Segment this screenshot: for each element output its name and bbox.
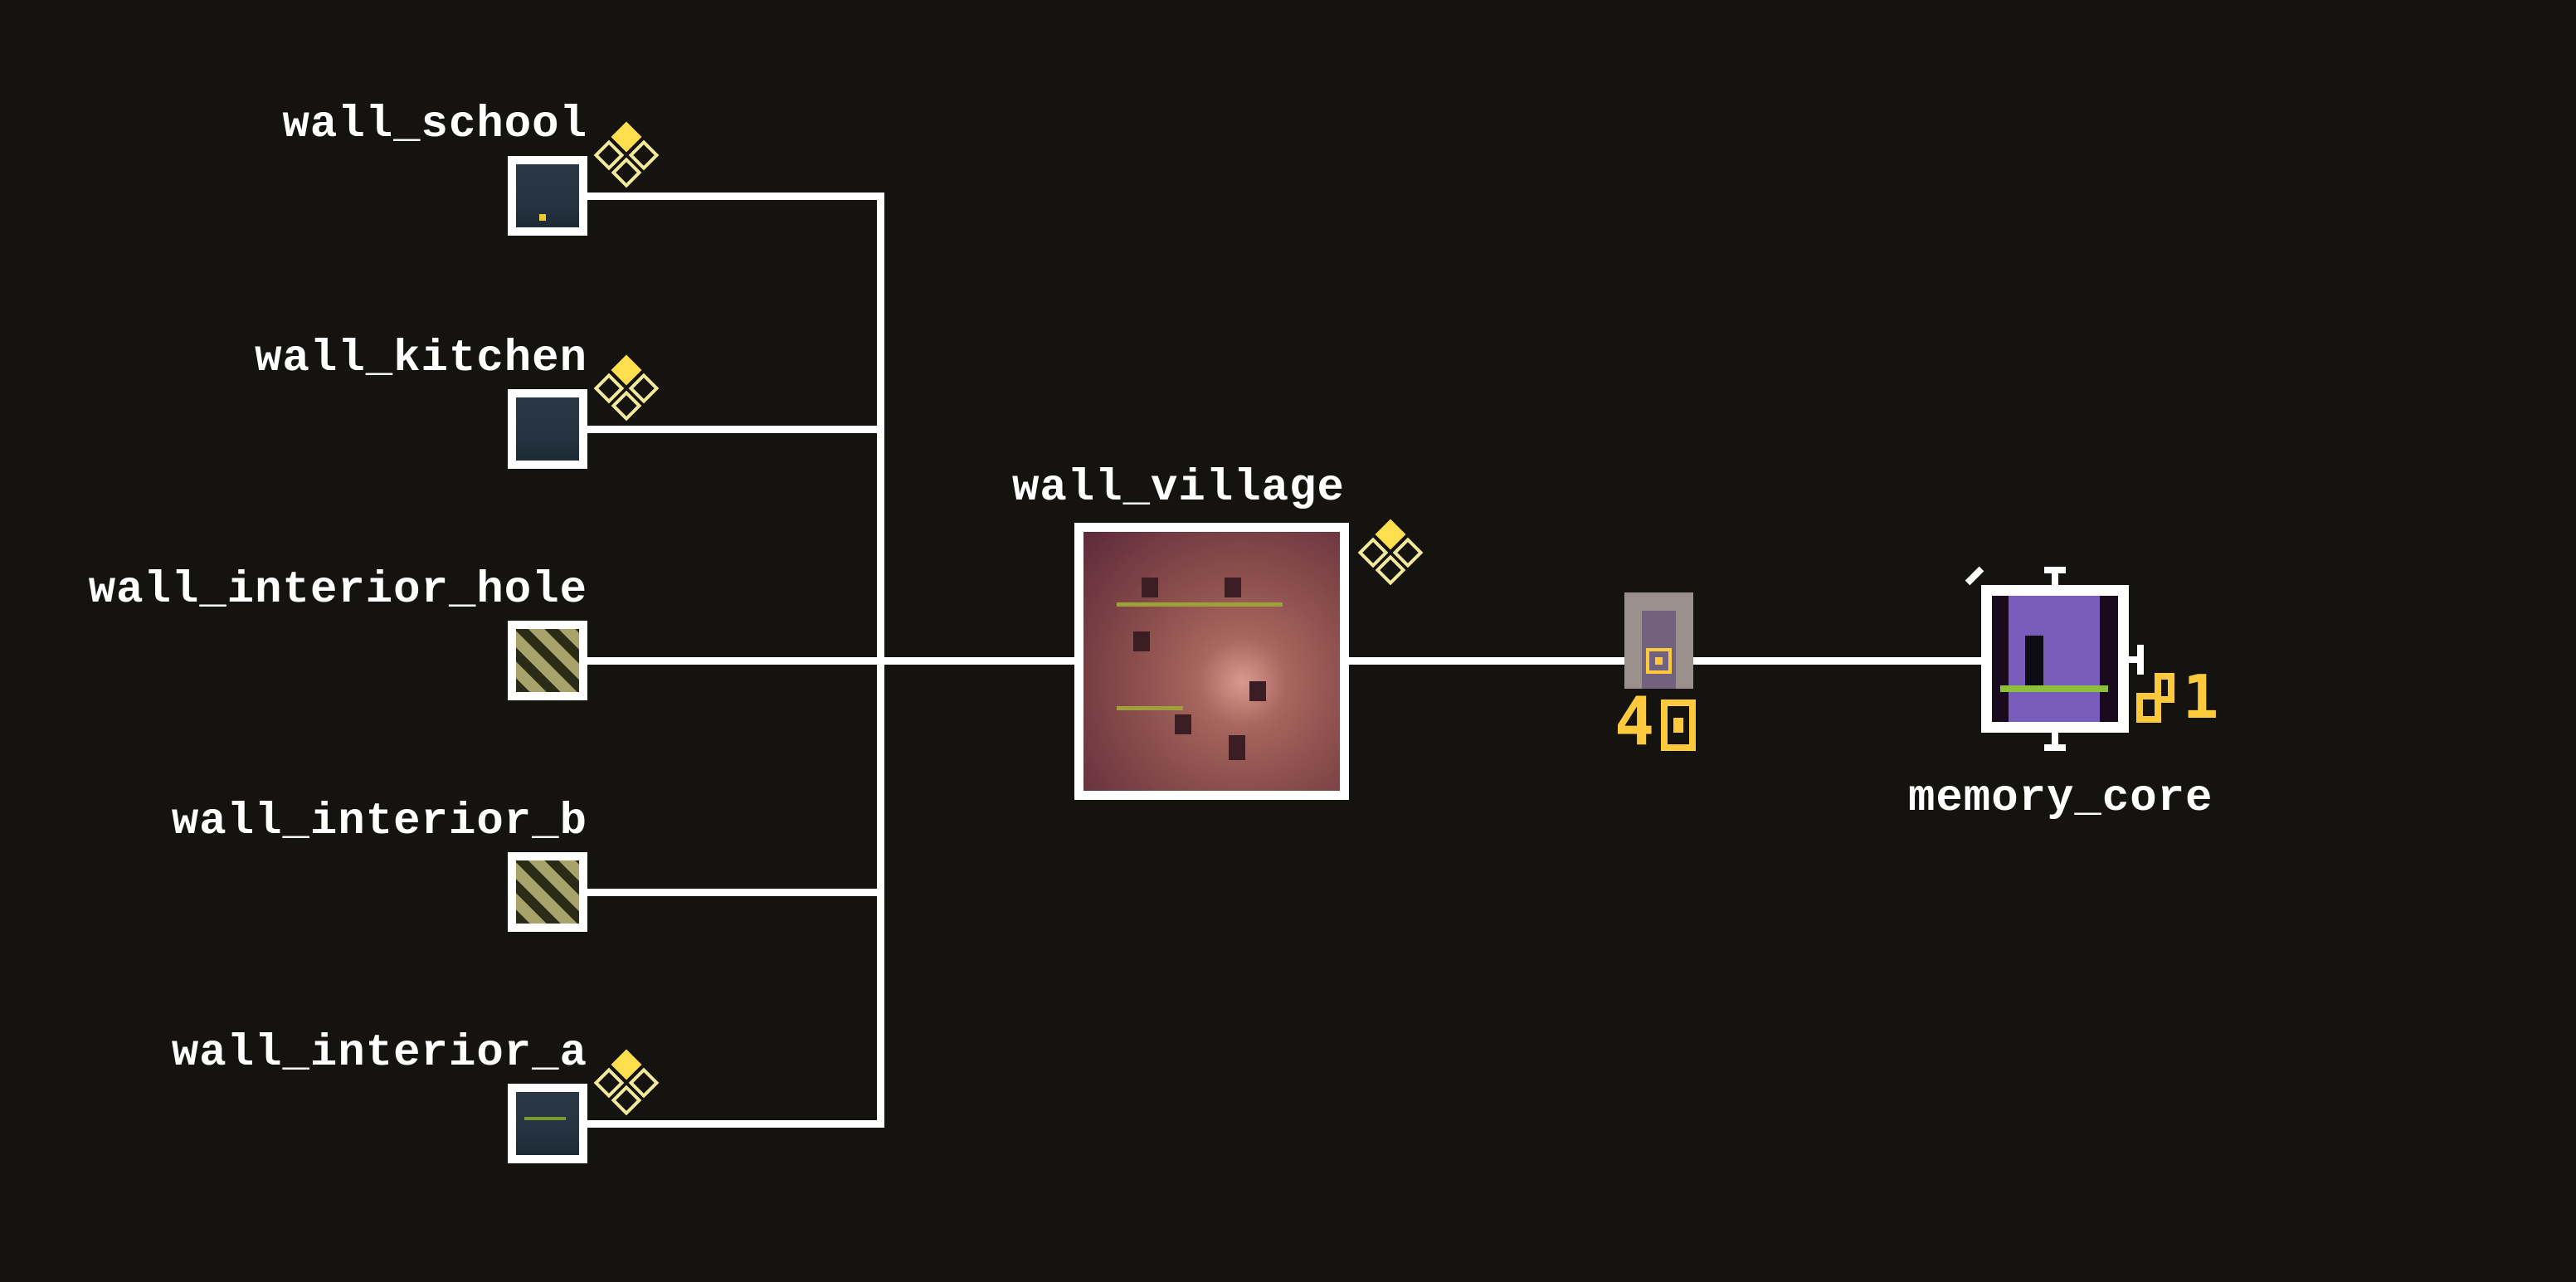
level-node-wall-school[interactable] xyxy=(508,156,587,236)
door-icon[interactable] xyxy=(1624,592,1693,689)
target-count: 1 xyxy=(2136,662,2219,732)
level-thumbnail xyxy=(516,1092,579,1155)
key-icon xyxy=(2136,673,2174,723)
node-label: wall_interior_hole xyxy=(88,565,587,616)
node-label: wall_school xyxy=(282,100,587,150)
flag-marker-icon xyxy=(2137,645,2144,675)
flag-marker-icon xyxy=(2052,567,2058,587)
gate-cost: 4 xyxy=(1614,683,1697,760)
level-thumbnail xyxy=(1083,532,1340,791)
gate-cost-value: 4 xyxy=(1614,683,1655,760)
cube-icon xyxy=(1661,699,1697,751)
collectible-diamonds-icon xyxy=(593,354,660,422)
node-label: wall_kitchen xyxy=(255,334,587,384)
level-node-wall-interior-a[interactable] xyxy=(508,1084,587,1163)
arrow-marker-icon xyxy=(1965,566,1984,586)
target-count-value: 1 xyxy=(2183,662,2219,732)
connector-line xyxy=(585,1120,880,1128)
target-label: memory_core xyxy=(1908,773,2213,824)
level-thumbnail xyxy=(1992,596,2118,722)
level-node-wall-kitchen[interactable] xyxy=(508,389,587,469)
level-thumbnail xyxy=(516,397,579,461)
hub-label: wall_village xyxy=(1012,463,1345,514)
connector-line xyxy=(585,426,880,433)
level-thumbnail xyxy=(516,164,579,227)
connector-line xyxy=(585,193,880,200)
connector-line xyxy=(585,657,880,665)
flag-marker-icon xyxy=(2052,732,2058,748)
collectible-diamonds-icon xyxy=(593,1049,660,1117)
flag-marker-icon xyxy=(2129,656,2140,663)
collectible-diamonds-icon xyxy=(593,121,660,189)
connector-line xyxy=(880,657,1079,665)
connector-line xyxy=(585,889,880,896)
locked-thumbnail xyxy=(516,629,579,692)
level-node-wall-village[interactable] xyxy=(1074,523,1349,800)
node-label: wall_interior_a xyxy=(171,1028,587,1079)
node-label: wall_interior_b xyxy=(171,797,587,847)
level-node-wall-interior-b[interactable] xyxy=(508,852,587,932)
level-node-memory-core[interactable] xyxy=(1981,585,2129,733)
level-node-wall-interior-hole[interactable] xyxy=(508,621,587,700)
locked-thumbnail xyxy=(516,860,579,924)
collectible-diamonds-icon xyxy=(1357,519,1424,587)
